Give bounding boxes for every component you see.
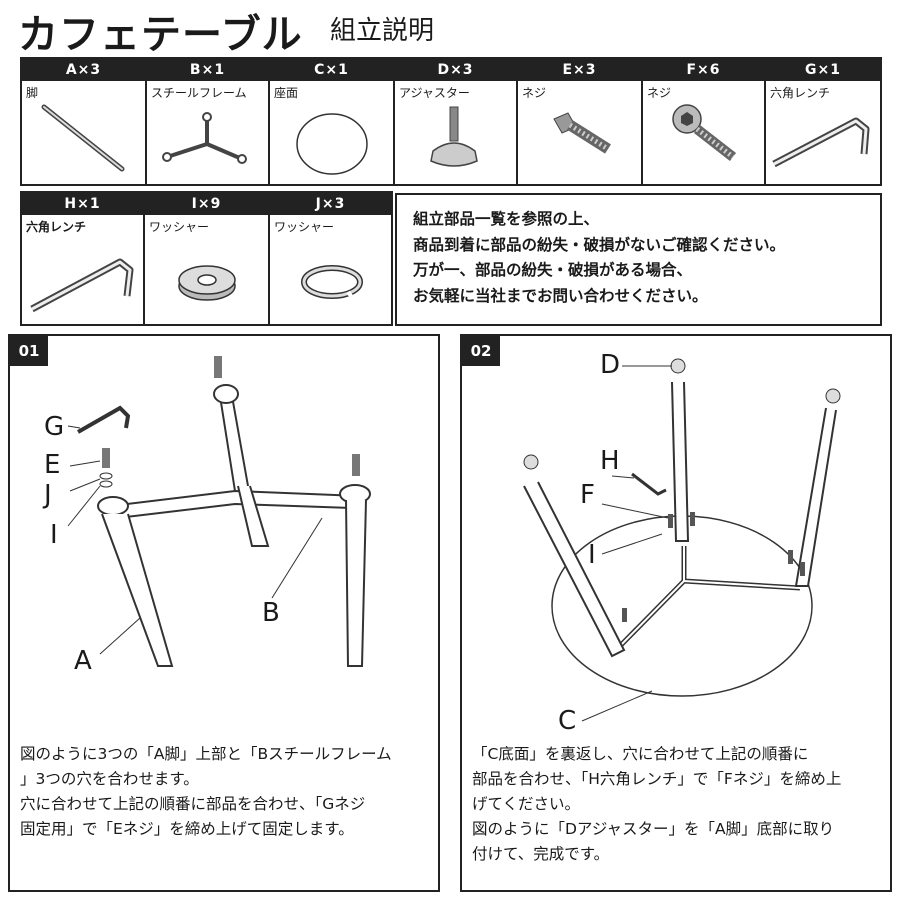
label-a: A bbox=[74, 646, 92, 676]
step-01-illustration bbox=[67, 356, 371, 667]
part-card-f: F×6 ネジ bbox=[641, 57, 766, 186]
label-e: E bbox=[44, 450, 61, 480]
part-name: 六角レンチ bbox=[26, 220, 87, 234]
leg-icon bbox=[41, 104, 125, 172]
label-b: B bbox=[262, 598, 280, 628]
part-name: スチールフレーム bbox=[151, 86, 247, 100]
label-d: D bbox=[600, 350, 621, 380]
part-card-j: J×3 ワッシャー bbox=[268, 191, 393, 326]
socket-screw-icon bbox=[672, 104, 737, 161]
notice-line: 商品到着に部品の紛失・破損がないご確認ください。 bbox=[413, 235, 786, 254]
part-code: H×1 bbox=[22, 193, 143, 215]
step-number: 01 bbox=[10, 336, 48, 366]
label-h: H bbox=[600, 446, 620, 476]
part-code: A×3 bbox=[22, 59, 145, 81]
label-c: C bbox=[558, 706, 577, 736]
adjuster-icon bbox=[430, 106, 478, 167]
description-line: 固定用」で「Eネジ」を締め上げて固定します。 bbox=[20, 820, 354, 838]
part-card-c: C×1 座面 bbox=[268, 57, 395, 186]
step-02-panel: 02 D H F I C 「C底面」を裏返し、穴に合わせて上記の順番に 部品 bbox=[460, 334, 892, 892]
washer-icon bbox=[178, 265, 236, 301]
tabletop-icon bbox=[296, 113, 368, 175]
label-j: J bbox=[44, 480, 52, 510]
label-i: I bbox=[588, 540, 596, 570]
spring-washer-icon bbox=[301, 265, 363, 302]
notice-line: 組立部品一覧を参照の上、 bbox=[413, 210, 600, 228]
part-code: J×3 bbox=[270, 193, 391, 215]
step-02-illustration bbox=[523, 358, 841, 722]
part-code: I×9 bbox=[145, 193, 268, 215]
label-f: F bbox=[580, 480, 595, 510]
part-card-d: D×3 アジャスター bbox=[393, 57, 518, 186]
description-line: 」3つの穴を合わせます。 bbox=[20, 770, 199, 788]
description-line: 「C底面」を裏返し、穴に合わせて上記の順番に bbox=[472, 745, 809, 763]
part-card-e: E×3 ネジ bbox=[516, 57, 643, 186]
part-name: ネジ bbox=[522, 86, 547, 100]
part-code: G×1 bbox=[766, 59, 880, 81]
notice-line: お気軽に当社までお問い合わせください。 bbox=[413, 286, 708, 305]
part-code: D×3 bbox=[395, 59, 516, 81]
description-line: 部品を合わせ、「H六角レンチ」で「Fネジ」を締め上 bbox=[472, 770, 842, 788]
description-line: 図のように「Dアジャスター」を「A脚」底部に取り bbox=[472, 820, 835, 838]
part-code: E×3 bbox=[518, 59, 641, 81]
description-line: 図のように3つの「A脚」上部と「Bスチールフレーム bbox=[20, 745, 392, 763]
part-name: アジャスター bbox=[399, 86, 470, 100]
part-card-b: B×1 スチールフレーム bbox=[145, 57, 270, 186]
part-card-h: H×1 六角レンチ bbox=[20, 191, 145, 326]
hex-wrench-icon bbox=[30, 258, 134, 313]
page-subtitle: 組立説明 bbox=[330, 16, 435, 46]
part-code: B×1 bbox=[147, 59, 268, 81]
part-name: 六角レンチ bbox=[770, 86, 831, 100]
part-name: ワッシャー bbox=[274, 220, 335, 234]
part-card-g: G×1 六角レンチ bbox=[764, 57, 882, 186]
part-card-i: I×9 ワッシャー bbox=[143, 191, 270, 326]
step-01-panel: 01 G E J I A B 図のように3つの「A脚」上部と「Bスチールフレーム bbox=[8, 334, 440, 892]
steel-frame-icon bbox=[162, 112, 247, 164]
part-name: 座面 bbox=[274, 86, 299, 100]
bolt-icon bbox=[553, 112, 611, 154]
label-g: G bbox=[44, 412, 65, 442]
part-name: ワッシャー bbox=[149, 220, 210, 234]
part-name: 脚 bbox=[26, 86, 39, 100]
notice-line: 万が一、部品の紛失・破損がある場合、 bbox=[413, 261, 693, 279]
step-description: 「C底面」を裏返し、穴に合わせて上記の順番に 部品を合わせ、「H六角レンチ」で「… bbox=[472, 742, 841, 867]
description-line: 穴に合わせて上記の順番に部品を合わせ、「Gネジ bbox=[20, 795, 366, 813]
page-title: カフェテーブル bbox=[18, 12, 303, 58]
description-line: 付けて、完成です。 bbox=[472, 845, 610, 863]
hex-wrench-icon bbox=[772, 117, 870, 168]
step-number: 02 bbox=[462, 336, 500, 366]
part-card-a: A×3 脚 bbox=[20, 57, 147, 186]
part-code: F×6 bbox=[643, 59, 764, 81]
label-i: I bbox=[50, 520, 58, 550]
notice-box: 組立部品一覧を参照の上、 商品到着に部品の紛失・破損がないご確認ください。 万が… bbox=[395, 193, 882, 326]
part-code: C×1 bbox=[270, 59, 393, 81]
description-line: げてください。 bbox=[472, 795, 581, 813]
step-description: 図のように3つの「A脚」上部と「Bスチールフレーム 」3つの穴を合わせます。 穴… bbox=[20, 742, 392, 842]
part-name: ネジ bbox=[647, 86, 672, 100]
